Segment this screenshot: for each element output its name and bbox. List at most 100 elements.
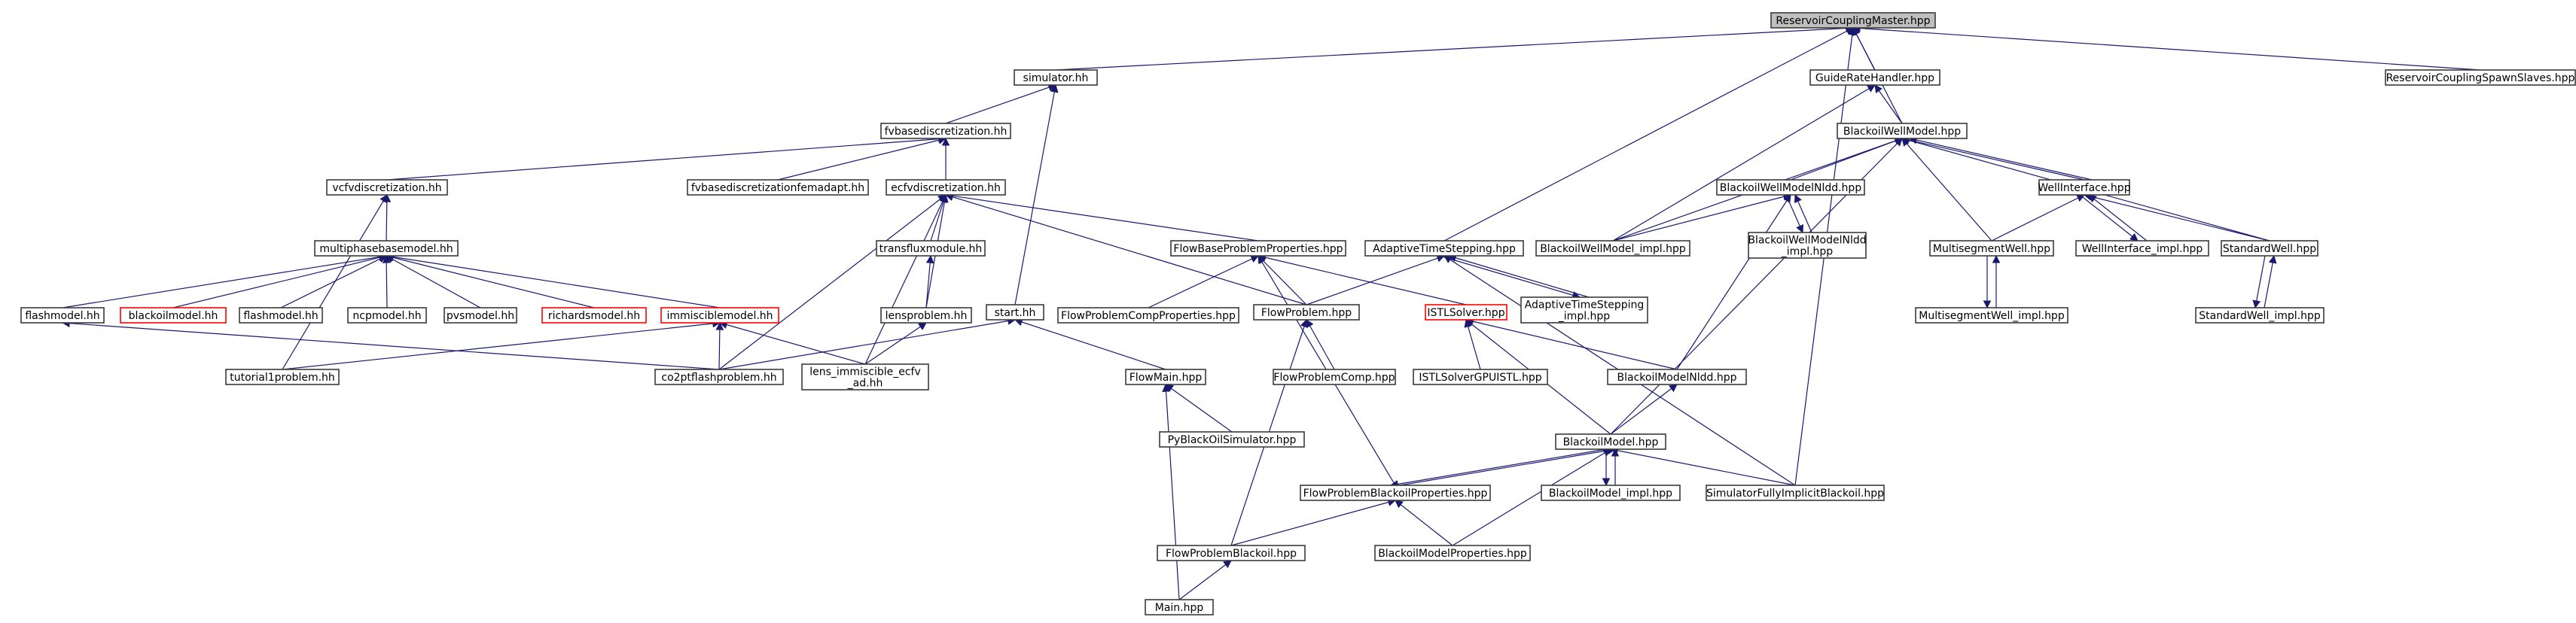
edge-n_pybos-to-n_fmain [1165, 384, 1233, 433]
edge-n_co2-to-n_ecfv [718, 194, 947, 370]
node-fbpp[interactable]: FlowBaseProblemProperties.hpp [1170, 240, 1346, 257]
node-label: ecfvdiscretization.hh [891, 182, 1001, 194]
node-flash[interactable]: flashmodel.hh [20, 307, 105, 324]
edge-n_fmain-to-n_start [1014, 318, 1166, 370]
node-flux[interactable]: transfluxmodule.hh [876, 240, 986, 257]
edge-n_tut-to-n_vcfv [282, 194, 388, 370]
node-bwmnldd[interactable]: BlackoilWellModelNldd.hpp [1716, 179, 1865, 196]
edge-n_rcss-to-n_rcm [1852, 24, 2481, 71]
node-bwm[interactable]: BlackoilWellModel.hpp [1837, 123, 1968, 139]
node-ncp[interactable]: ncpmodel.hh [347, 307, 427, 324]
node-ecfv[interactable]: ecfvdiscretization.hh [886, 179, 1006, 196]
node-co2[interactable]: co2ptflashproblem.hh [654, 369, 784, 385]
node-wiimpl[interactable]: WellInterface_impl.hpp [2075, 240, 2209, 257]
node-bwmimpl[interactable]: BlackoilWellModel_impl.hpp [1535, 240, 1690, 257]
node-box [2195, 307, 2324, 324]
edge-n_msw-to-n_wi [1991, 194, 2085, 242]
node-fpbp[interactable]: FlowProblemBlackoilProperties.hpp [1300, 485, 1491, 501]
node-fvbfem[interactable]: fvbasediscretizationfemadapt.hh [687, 179, 869, 196]
node-fpc[interactable]: FlowProblemComp.hpp [1273, 369, 1396, 385]
node-sfib[interactable]: SimulatorFullyImplicitBlackoil.hpp [1706, 485, 1885, 501]
node-box [1555, 433, 1666, 450]
node-box [1413, 369, 1548, 385]
node-label: FlowProblemBlackoilProperties.hpp [1303, 488, 1488, 500]
node-box [1364, 240, 1524, 257]
node-rcss[interactable]: ReservoirCouplingSpawnSlaves.hpp [2385, 69, 2576, 86]
edge-n_lensad-to-n_immisc [718, 321, 866, 365]
node-bwmnlddimpl[interactable]: BlackoilWellModelNldd_impl.hpp [1748, 232, 1867, 259]
node-sim[interactable]: simulator.hh [1014, 69, 1098, 86]
edge-n_fpb-to-n_fpbp [1230, 498, 1397, 546]
edge-n_co2-to-n_flash [61, 319, 720, 370]
node-lens[interactable]: lensproblem.hh [880, 307, 972, 324]
node-msw[interactable]: MultisegmentWell.hpp [1929, 240, 2054, 257]
node-box [1145, 599, 1214, 615]
node-label: flashmodel.hh [25, 310, 99, 322]
node-tut[interactable]: tutorial1problem.hh [225, 369, 340, 385]
node-label: fvbasediscretization.hh [885, 126, 1008, 138]
node-bmimpl[interactable]: BlackoilModel_impl.hpp [1541, 485, 1681, 501]
node-blackoilm[interactable]: blackoilmodel.hh [120, 307, 227, 324]
node-swimpl[interactable]: StandardWell_impl.hpp [2195, 307, 2324, 324]
node-box [314, 240, 459, 257]
edge-n_ats-to-n_atsimpl [1439, 255, 1581, 299]
node-label: SimulatorFullyImplicitBlackoil.hpp [1706, 488, 1884, 500]
node-box [1300, 485, 1491, 501]
node-label: AdaptiveTimeStepping [1525, 299, 1645, 312]
node-box [1170, 240, 1346, 257]
node-pvs[interactable]: pvsmodel.hh [444, 307, 517, 324]
node-fp[interactable]: FlowProblem.hpp [1253, 304, 1360, 321]
node-box [1706, 485, 1885, 501]
node-rcm[interactable]: ReservoirCouplingMaster.hpp [1770, 12, 1936, 29]
node-lensad[interactable]: lens_immiscible_ecfv_ad.hh [801, 363, 929, 391]
node-box [1425, 304, 1507, 321]
edge-n_start-to-n_sim [1014, 84, 1059, 305]
node-atsimpl[interactable]: AdaptiveTimeStepping_impl.hpp [1520, 296, 1648, 324]
node-istlgpu[interactable]: ISTLSolverGPUISTL.hpp [1413, 369, 1548, 385]
node-label: simulator.hh [1023, 72, 1089, 84]
node-sw[interactable]: StandardWell.hpp [2221, 240, 2318, 257]
node-box [880, 123, 1011, 139]
node-fpcp[interactable]: FlowProblemCompProperties.hpp [1057, 307, 1239, 324]
node-label: FlowMain.hpp [1129, 372, 1203, 384]
node-box [2075, 240, 2209, 257]
edge-n_fvbfem-to-n_fvb [777, 136, 947, 181]
node-label: BlackoilModel.hpp [1563, 436, 1659, 448]
edge-n_bwm-to-n_grh [1874, 84, 1903, 124]
node-main[interactable]: Main.hpp [1145, 599, 1214, 615]
edge-n_bmnldd-to-n_bwmnldd [1676, 194, 1791, 370]
edge-n_main-to-n_fmain [1162, 383, 1180, 600]
node-label: ReservoirCouplingMaster.hpp [1776, 15, 1930, 27]
edge-n_bm-to-n_bmnldd [1610, 384, 1678, 435]
edge-n_immisc-to-n_mpbm [385, 253, 721, 308]
node-label: _impl.hpp [1558, 311, 1611, 323]
node-start[interactable]: start.hh [986, 304, 1044, 321]
node-richards[interactable]: richardsmodel.hh [541, 307, 647, 324]
edge-n_wi-to-n_wiimpl [2079, 194, 2139, 242]
node-mswimpl[interactable]: MultisegmentWell_impl.hpp [1915, 307, 2068, 324]
node-label: _impl.hpp [1781, 246, 1834, 258]
node-ats[interactable]: AdaptiveTimeStepping.hpp [1364, 240, 1524, 257]
node-istl[interactable]: ISTLSolver.hpp [1425, 304, 1507, 321]
edge-n_fpbp-to-n_bm [1399, 446, 1617, 486]
edge-n_bwmimpl-to-n_grh [1612, 84, 1876, 242]
edge-n_lensad-to-n_lens [864, 322, 927, 365]
node-grh[interactable]: GuideRateHandler.hpp [1809, 69, 1940, 86]
node-box [654, 369, 784, 385]
node-box [326, 179, 448, 196]
node-box [660, 307, 779, 324]
node-bm[interactable]: BlackoilModel.hpp [1555, 433, 1666, 450]
node-bmnldd[interactable]: BlackoilModelNldd.hpp [1607, 369, 1747, 385]
node-fvb[interactable]: fvbasediscretization.hh [880, 123, 1011, 139]
node-fmain[interactable]: FlowMain.hpp [1125, 369, 1206, 385]
node-wi[interactable]: WellInterface.hpp [2038, 179, 2131, 196]
node-bmp[interactable]: BlackoilModelProperties.hpp [1374, 545, 1531, 561]
node-pybos[interactable]: PyBlackOilSimulator.hpp [1159, 431, 1305, 448]
node-box [20, 307, 105, 324]
node-flash2[interactable]: flashmodel.hh [239, 307, 323, 324]
node-fpb[interactable]: FlowProblemBlackoil.hpp [1157, 545, 1306, 561]
node-immisc[interactable]: immisciblemodel.hh [660, 307, 779, 324]
node-label: BlackoilWellModelNldd.hpp [1720, 182, 1862, 194]
node-mpbm[interactable]: multiphasebasemodel.hh [314, 240, 459, 257]
node-vcfv[interactable]: vcfvdiscretization.hh [326, 179, 448, 196]
